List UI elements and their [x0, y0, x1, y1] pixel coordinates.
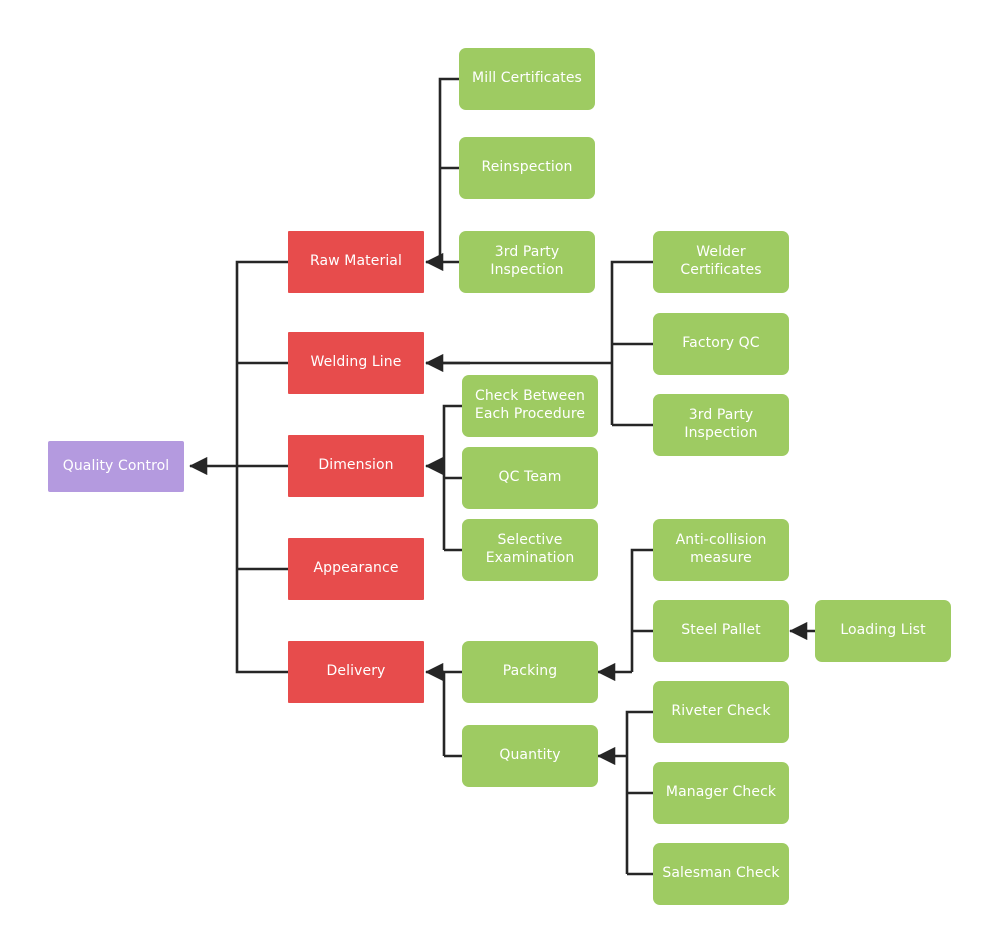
node-third-party-inspection-welding[interactable]: 3rd Party Inspection	[653, 394, 789, 456]
node-label: Raw Material	[310, 253, 402, 270]
node-delivery[interactable]: Delivery	[288, 641, 424, 703]
node-label: Delivery	[326, 663, 386, 680]
node-salesman-check[interactable]: Salesman Check	[653, 843, 789, 905]
node-label: Selective Examination	[485, 532, 575, 566]
node-label: Steel Pallet	[681, 622, 761, 639]
node-packing[interactable]: Packing	[462, 641, 598, 703]
edge-group-quantity	[625, 710, 654, 876]
node-label: Salesman Check	[662, 865, 780, 882]
node-riveter-check[interactable]: Riveter Check	[653, 681, 789, 743]
node-label: Anti-collision measure	[675, 532, 767, 566]
node-raw-material[interactable]: Raw Material	[288, 231, 424, 293]
node-qc-team[interactable]: QC Team	[462, 447, 598, 509]
node-factory-qc[interactable]: Factory QC	[653, 313, 789, 375]
node-selective-examination[interactable]: Selective Examination	[462, 519, 598, 581]
node-label: Quality Control	[62, 457, 170, 474]
node-appearance[interactable]: Appearance	[288, 538, 424, 600]
node-quantity[interactable]: Quantity	[462, 725, 598, 787]
node-label: Appearance	[313, 560, 399, 577]
node-dimension[interactable]: Dimension	[288, 435, 424, 497]
node-label: 3rd Party Inspection	[490, 244, 564, 278]
node-label: Loading List	[840, 622, 926, 639]
edge-group-dimension	[442, 404, 462, 552]
node-mill-certificates[interactable]: Mill Certificates	[459, 48, 595, 110]
node-third-party-inspection-raw[interactable]: 3rd Party Inspection	[459, 231, 595, 293]
node-label: Reinspection	[481, 159, 573, 176]
edge-group-packing	[630, 548, 654, 672]
node-label: Check Between Each Procedure	[474, 388, 586, 422]
node-label: Manager Check	[665, 784, 777, 801]
node-manager-check[interactable]: Manager Check	[653, 762, 789, 824]
node-label: Riveter Check	[671, 703, 771, 720]
node-loading-list[interactable]: Loading List	[815, 600, 951, 662]
node-check-between-each-procedure[interactable]: Check Between Each Procedure	[462, 375, 598, 437]
node-label: Welder Certificates	[680, 244, 762, 278]
node-welder-certificates[interactable]: Welder Certificates	[653, 231, 789, 293]
node-quality-control[interactable]: Quality Control	[48, 441, 184, 492]
node-label: Dimension	[318, 457, 394, 474]
edge-group-delivery	[442, 670, 462, 758]
node-label: Packing	[502, 663, 558, 680]
node-label: Mill Certificates	[472, 70, 582, 87]
node-anti-collision-measure[interactable]: Anti-collision measure	[653, 519, 789, 581]
node-welding-line[interactable]: Welding Line	[288, 332, 424, 394]
node-reinspection[interactable]: Reinspection	[459, 137, 595, 199]
node-label: 3rd Party Inspection	[684, 407, 758, 441]
node-label: QC Team	[498, 469, 562, 486]
edge-group-root	[235, 260, 288, 674]
node-label: Quantity	[499, 747, 561, 764]
node-label: Factory QC	[682, 335, 760, 352]
node-label: Welding Line	[310, 354, 402, 371]
node-steel-pallet[interactable]: Steel Pallet	[653, 600, 789, 662]
